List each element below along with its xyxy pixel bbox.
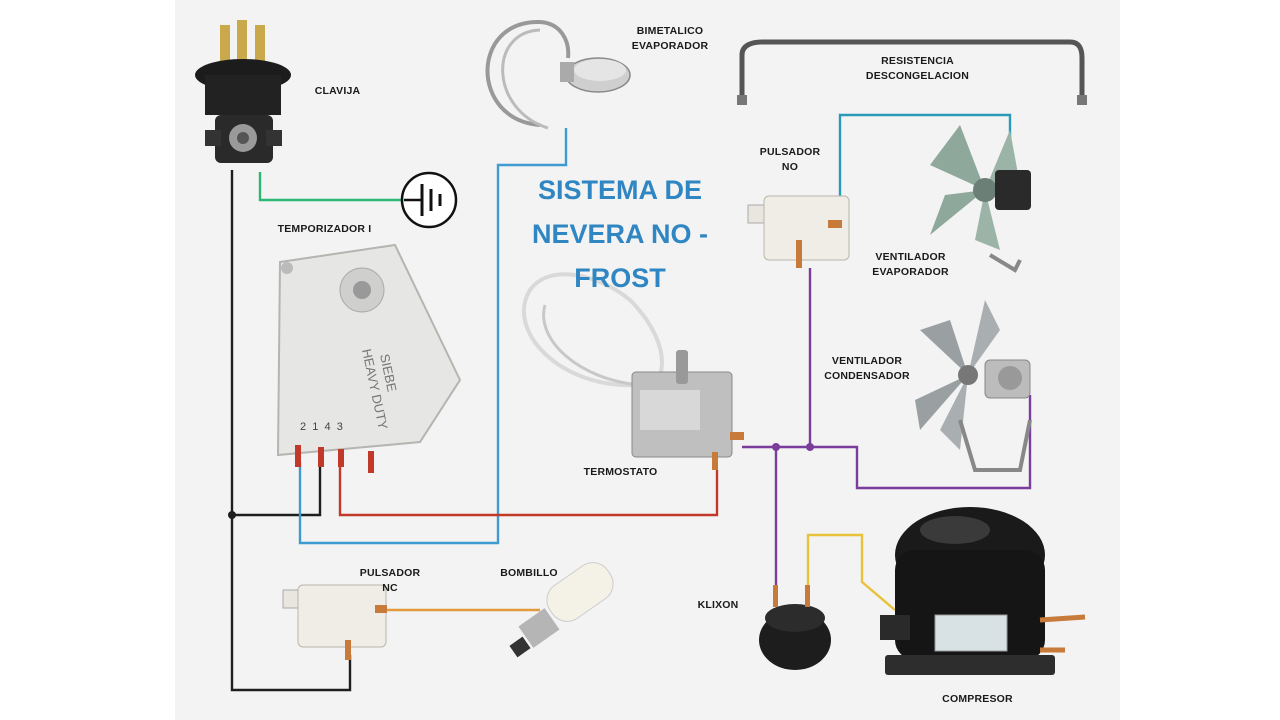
- junction-dot: [806, 443, 814, 451]
- klixon-overload-icon: [759, 585, 831, 670]
- label-bimetalico: BIMETALICO EVAPORADOR: [610, 24, 730, 54]
- label-klixon: KLIXON: [697, 599, 739, 611]
- bimetal-thermostat-icon: [485, 19, 631, 130]
- label-ventilador-condensador: VENTILADOR CONDENSADOR: [812, 354, 922, 384]
- compressor-icon: [880, 507, 1086, 675]
- defrost-timer-icon: SIEBE HEAVY DUTY 2 1 4 3: [276, 243, 462, 473]
- label-line: PULSADOR: [359, 567, 421, 579]
- label-line: PULSADOR: [759, 146, 821, 158]
- label-line: RESISTENCIA: [881, 55, 954, 67]
- wires: [230, 113, 1032, 692]
- evaporator-fan-icon: [930, 125, 1031, 273]
- label-termostato: TERMOSTATO: [583, 466, 658, 478]
- wire-blue: [298, 128, 568, 545]
- wire-yellow: [806, 533, 896, 611]
- thermostat-icon: [522, 272, 744, 470]
- title-line: SISTEMA DE: [537, 175, 703, 205]
- label-compresor: COMPRESOR: [942, 693, 1013, 705]
- label-clavija: CLAVIJA: [314, 85, 361, 97]
- title-line: NEVERA NO -: [531, 219, 708, 249]
- label-resistencia: RESISTENCIA DESCONGELACION: [850, 54, 985, 84]
- junction-dot: [228, 511, 236, 519]
- junction-dot: [772, 443, 780, 451]
- label-pulsador-nc: PULSADOR NC: [345, 566, 435, 596]
- wire-black-branch: [232, 462, 322, 517]
- label-line: DESCONGELACION: [865, 70, 970, 82]
- label-line: EVAPORADOR: [631, 40, 709, 52]
- label-line: NC: [382, 582, 398, 594]
- wire-black-main: [230, 170, 352, 692]
- label-line: NO: [781, 161, 799, 173]
- push-switch-nc-icon: [282, 584, 387, 660]
- label-line: CONDENSADOR: [824, 370, 910, 382]
- plug-icon: [195, 20, 291, 163]
- label-pulsador-no: PULSADOR NO: [745, 145, 835, 175]
- label-line: BIMETALICO: [636, 25, 704, 37]
- label-temporizador: TEMPORIZADOR I: [277, 223, 372, 235]
- title-line: FROST: [574, 263, 666, 293]
- label-bombillo: BOMBILLO: [500, 567, 558, 579]
- condenser-fan-icon: [915, 300, 1032, 472]
- defrost-heater-icon: [737, 39, 1087, 105]
- timer-terminals: 2 1 4 3: [300, 421, 343, 433]
- label-line: VENTILADOR: [875, 251, 946, 263]
- push-switch-no-icon: [747, 195, 850, 268]
- label-ventilador-evaporador: VENTILADOR EVAPORADOR: [858, 250, 963, 280]
- wire-red: [338, 462, 719, 517]
- junctions: [228, 443, 814, 519]
- wire-ground: [258, 172, 402, 202]
- label-line: VENTILADOR: [831, 355, 903, 367]
- diagram-title: SISTEMA DE NEVERA NO - FROST: [510, 168, 730, 300]
- light-bulb-icon: [509, 562, 614, 658]
- wire-purple-main: [742, 395, 1032, 490]
- label-line: EVAPORADOR: [872, 266, 949, 278]
- ground-symbol-icon: [400, 171, 458, 229]
